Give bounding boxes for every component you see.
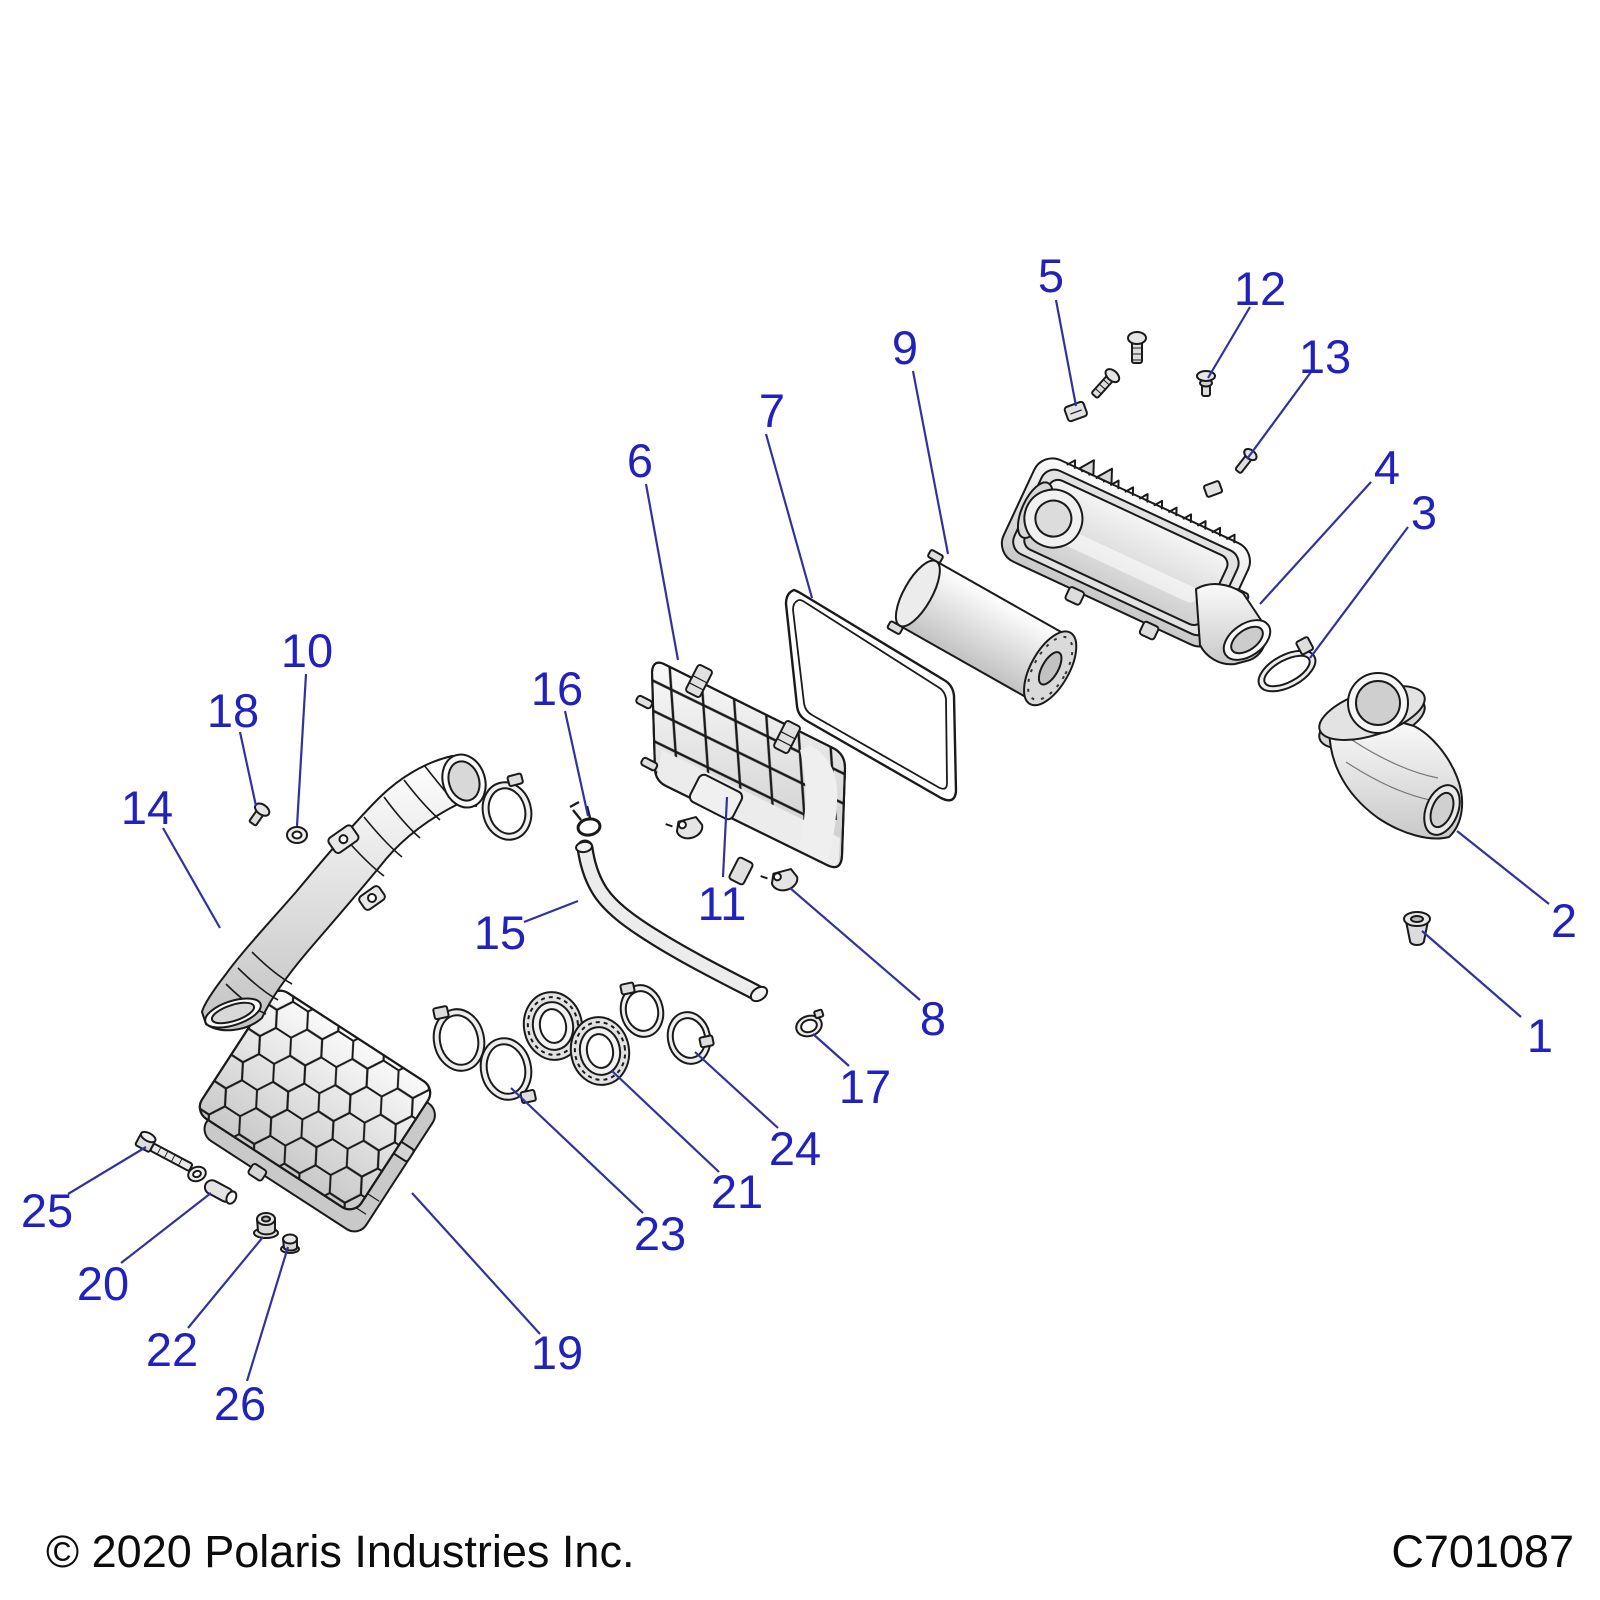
screw-18 bbox=[248, 802, 271, 827]
callout-7: 7 bbox=[759, 384, 785, 437]
callout-layer: 1234567891011121314151617181920212223242… bbox=[21, 249, 1577, 1430]
lid-latch bbox=[773, 720, 801, 754]
part-clamp-23b bbox=[479, 1037, 537, 1104]
callout-10: 10 bbox=[281, 624, 333, 677]
washer-20 bbox=[187, 1165, 207, 1183]
part-clamp-23 bbox=[432, 1005, 486, 1072]
leader-line-10 bbox=[295, 673, 308, 827]
leader-line-1 bbox=[1421, 930, 1522, 1018]
leader-line-12 bbox=[1207, 306, 1251, 379]
leader-line-7 bbox=[764, 433, 814, 599]
leader-line-24 bbox=[694, 1051, 779, 1129]
leader-line-18 bbox=[238, 731, 258, 807]
callout-6: 6 bbox=[627, 434, 653, 487]
leader-line-6 bbox=[644, 483, 680, 661]
callout-22: 22 bbox=[146, 1323, 198, 1376]
callout-12: 12 bbox=[1234, 262, 1286, 315]
spacer-20 bbox=[203, 1179, 238, 1205]
leader-line-2 bbox=[1456, 830, 1550, 905]
callout-11: 11 bbox=[698, 877, 747, 930]
callout-15: 15 bbox=[474, 906, 526, 959]
clip-nut-5 bbox=[1063, 400, 1088, 423]
callout-13: 13 bbox=[1299, 330, 1351, 383]
leader-line-14 bbox=[162, 827, 221, 929]
part-drain-hose bbox=[575, 839, 769, 1003]
screw bbox=[1091, 368, 1121, 399]
leader-line-20 bbox=[120, 1192, 212, 1264]
callout-21: 21 bbox=[711, 1165, 763, 1218]
callout-4: 4 bbox=[1374, 441, 1400, 494]
leader-line-25 bbox=[67, 1146, 147, 1195]
part-coupler-21b bbox=[569, 1016, 631, 1086]
leader-line-8 bbox=[789, 887, 921, 1001]
lid-latch bbox=[685, 664, 713, 698]
nut-22 bbox=[253, 1212, 279, 1239]
leader-line-15 bbox=[523, 899, 579, 924]
callout-3: 3 bbox=[1411, 486, 1437, 539]
part-duct-clamp bbox=[481, 772, 533, 841]
fasteners-left bbox=[134, 802, 308, 1254]
part-airbox-lid bbox=[635, 661, 847, 886]
leader-line-19 bbox=[411, 1192, 541, 1335]
callout-1: 1 bbox=[1527, 1009, 1553, 1062]
part-clip bbox=[665, 816, 704, 840]
fasteners-top bbox=[1063, 331, 1258, 498]
part-airbox-housing bbox=[1000, 457, 1272, 666]
screw bbox=[1127, 331, 1147, 364]
part-box-seal bbox=[784, 588, 958, 802]
callout-19: 19 bbox=[531, 1326, 583, 1379]
part-hose-clamp-3 bbox=[1257, 636, 1317, 693]
callout-26: 26 bbox=[214, 1377, 266, 1430]
callout-17: 17 bbox=[839, 1060, 891, 1113]
callout-5: 5 bbox=[1038, 249, 1064, 302]
document-code: C701087 bbox=[1391, 1526, 1574, 1577]
washer-10 bbox=[286, 826, 308, 844]
callout-25: 25 bbox=[21, 1184, 73, 1237]
callout-9: 9 bbox=[892, 321, 918, 374]
leader-line-3 bbox=[1309, 526, 1409, 659]
leader-line-5 bbox=[1054, 299, 1078, 407]
callout-23: 23 bbox=[634, 1207, 686, 1260]
leader-line-23 bbox=[510, 1087, 644, 1214]
copyright-text: © 2020 Polaris Industries Inc. bbox=[46, 1526, 635, 1577]
leader-line-22 bbox=[187, 1236, 264, 1329]
callout-2: 2 bbox=[1551, 894, 1577, 947]
bolt-25 bbox=[134, 1130, 194, 1172]
part-spring-clamp-16 bbox=[569, 800, 602, 837]
callout-18: 18 bbox=[207, 684, 259, 737]
callout-14: 14 bbox=[121, 781, 173, 834]
callout-8: 8 bbox=[920, 992, 946, 1045]
part-intake-duct bbox=[201, 753, 487, 1032]
leader-line-11 bbox=[721, 796, 729, 878]
part-clamp-24a bbox=[619, 981, 665, 1038]
leader-line-9 bbox=[911, 370, 950, 555]
callout-16: 16 bbox=[531, 662, 583, 715]
callout-20: 20 bbox=[77, 1257, 129, 1310]
leader-line-16 bbox=[563, 710, 590, 817]
rivet-12 bbox=[1196, 370, 1216, 397]
part-drain-plug-1 bbox=[1403, 911, 1431, 946]
housing-outlet-tube bbox=[1195, 583, 1272, 666]
clip-nut bbox=[1202, 480, 1224, 498]
part-outlet-elbow bbox=[1318, 672, 1464, 840]
leader-line-21 bbox=[611, 1070, 720, 1173]
leader-line-13 bbox=[1246, 371, 1312, 460]
screw-13 bbox=[1234, 447, 1258, 474]
part-coupler-21 bbox=[522, 991, 584, 1061]
part-air-filter bbox=[886, 549, 1078, 707]
leader-line-26 bbox=[245, 1246, 290, 1382]
part-clamp-24 bbox=[666, 1011, 715, 1065]
part-clip-8 bbox=[760, 868, 799, 892]
leader-line-4 bbox=[1259, 481, 1372, 605]
callout-24: 24 bbox=[769, 1122, 821, 1175]
leader-line-17 bbox=[812, 1033, 850, 1067]
part-airbox-honeycomb bbox=[198, 989, 436, 1233]
part-clamp-17 bbox=[795, 1008, 825, 1038]
nut-26 bbox=[280, 1233, 300, 1254]
